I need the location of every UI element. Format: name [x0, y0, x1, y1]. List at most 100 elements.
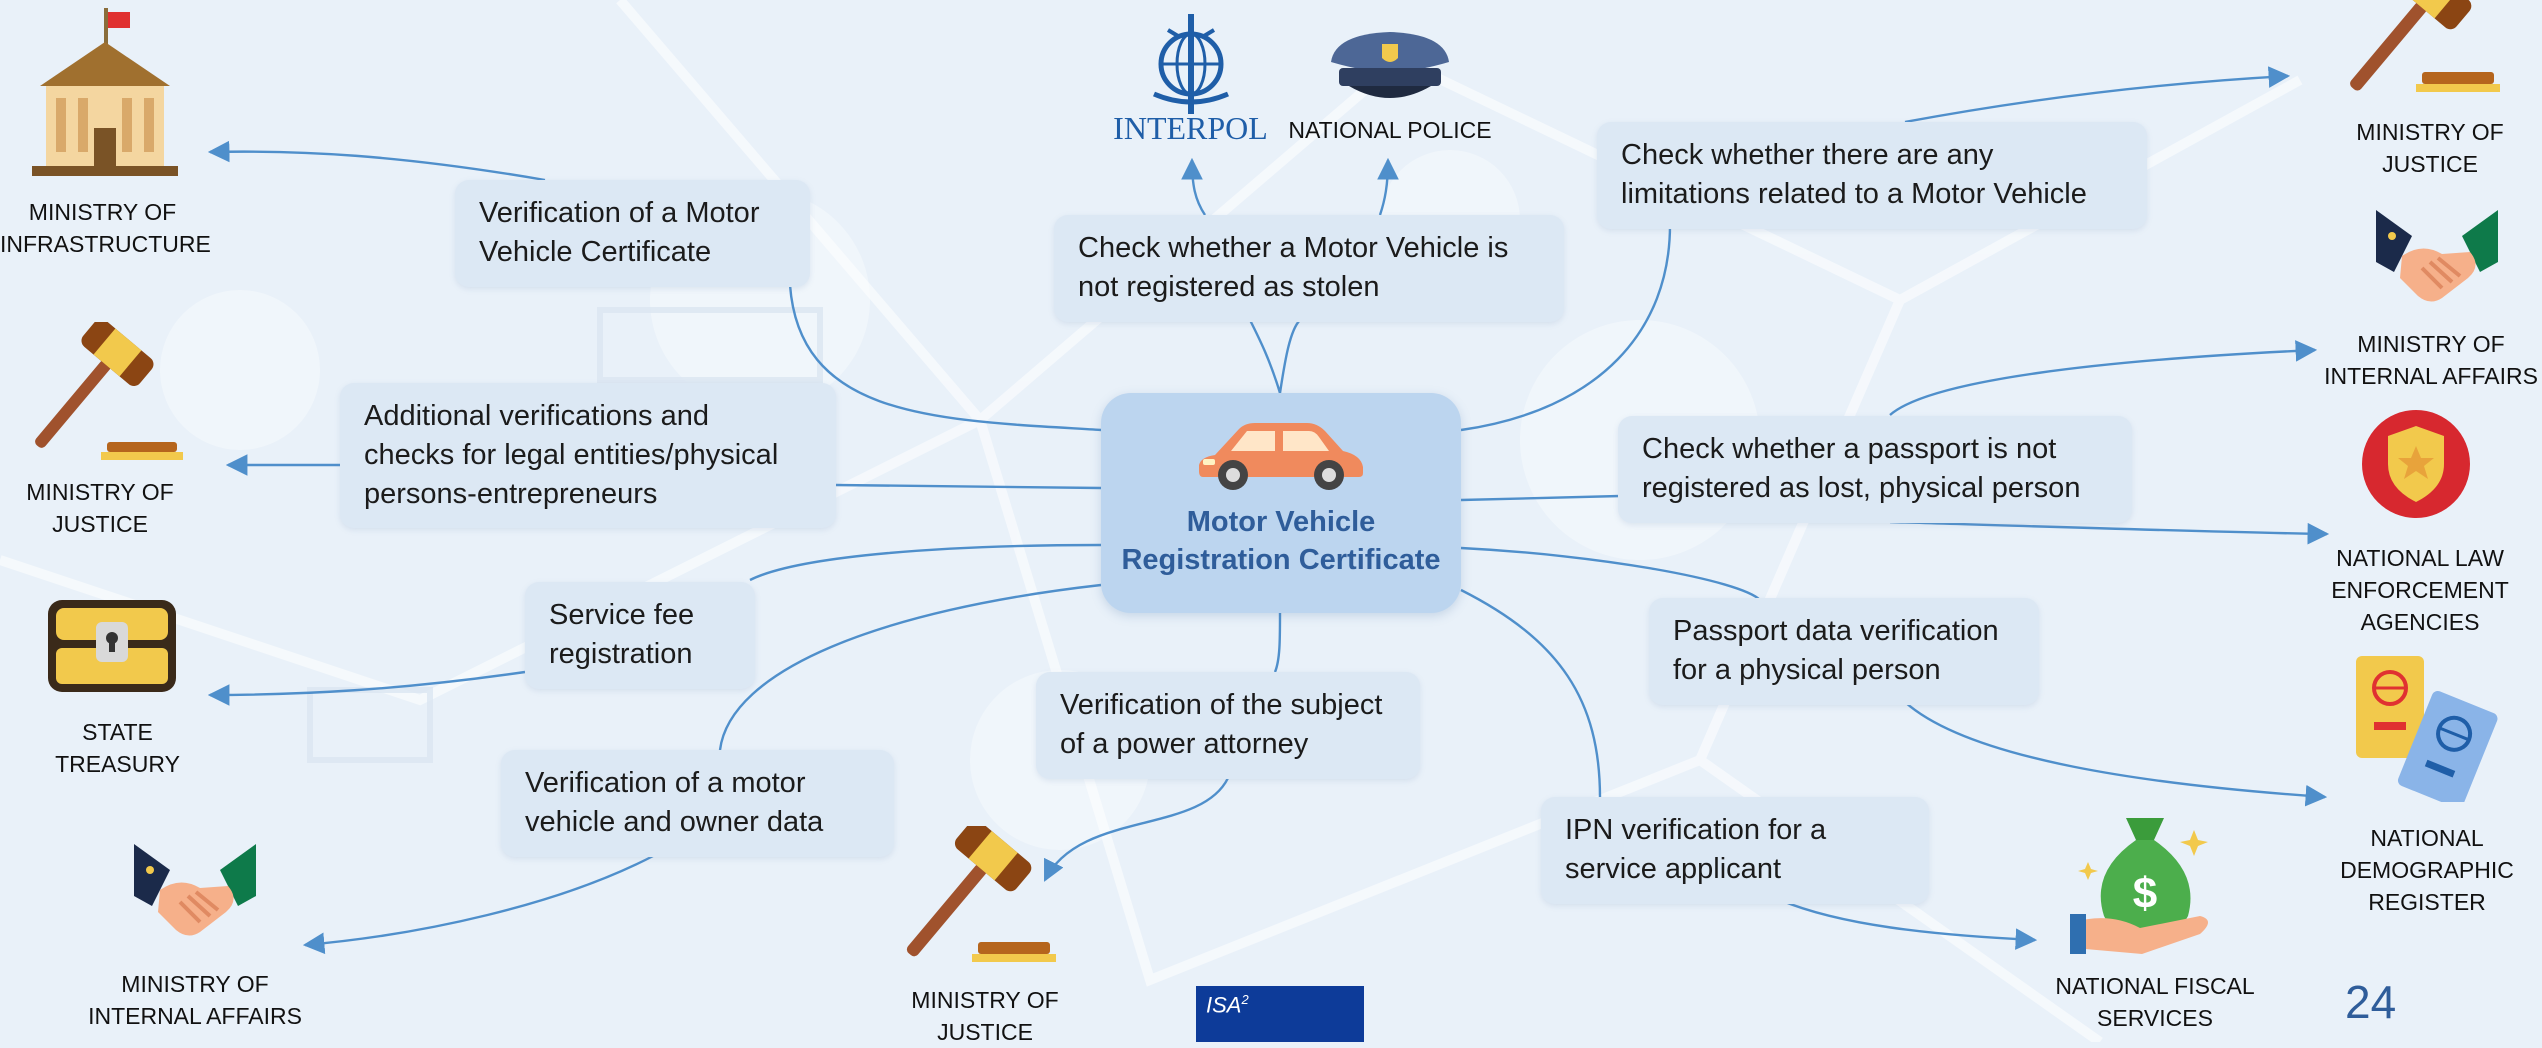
entity-label: DEMOGRAPHIC [2340, 857, 2514, 883]
service-box-lost-passport-check: Check whether a passport is not register… [1618, 416, 2132, 523]
service-line: IPN verification for a [1565, 814, 1827, 846]
arrow-to-fiscal [1779, 898, 2038, 950]
entity-ministry-internal-left: MINISTRY OF INTERNAL AFFAIRS [80, 968, 310, 1032]
connector-passport [1460, 494, 1621, 502]
entity-label: JUSTICE [52, 511, 148, 537]
service-line: checks for legal entities/physical [364, 439, 779, 471]
entity-ministry-justice-right: MINISTRY OF JUSTICE [2330, 116, 2530, 180]
connector-poa [1273, 612, 1282, 673]
service-line: Vehicle Certificate [479, 236, 712, 268]
entity-label: NATIONAL FISCAL [2055, 973, 2255, 999]
entity-label: SERVICES [2097, 1005, 2213, 1031]
arrow-to-police [1377, 157, 1399, 216]
entity-label: MINISTRY OF [2357, 331, 2505, 357]
entity-label: MINISTRY OF [2356, 119, 2504, 145]
service-line: service applicant [1565, 853, 1781, 885]
handshake-icon [2376, 210, 2498, 302]
service-line: vehicle and owner data [525, 806, 824, 838]
gavel-icon [906, 826, 1056, 962]
service-box-stolen-check: Check whether a Motor Vehicle is not reg… [1054, 215, 1564, 322]
service-line: Check whether a Motor Vehicle is [1078, 232, 1509, 264]
gavel-icon [2350, 0, 2500, 92]
arrow-to-demographic [1904, 701, 2328, 807]
entity-label: AGENCIES [2360, 609, 2480, 635]
entity-label: MINISTRY OF [26, 479, 174, 505]
service-box-passport-data: Passport data verification for a physica… [1649, 598, 2039, 705]
entity-label: MINISTRY OF [28, 199, 177, 225]
isa-logo-sup: 2 [1241, 992, 1249, 1007]
service-line: registration [549, 638, 693, 670]
government-building-icon [32, 8, 178, 176]
entity-label: MINISTRY OF [121, 971, 269, 997]
service-box-additional-verifications: Additional verifications and checks for … [340, 383, 836, 528]
arrow-to-internal-left [302, 853, 656, 955]
connector-vehicle [718, 583, 1102, 751]
entity-label: INFRASTRUCTURE [0, 231, 211, 257]
entity-national-fiscal-services: NATIONAL FISCAL SERVICES [2040, 970, 2270, 1034]
police-cap-icon [1331, 32, 1449, 98]
entity-label: ENFORCEMENT [2331, 577, 2509, 603]
entity-label: NATIONAL LAW [2336, 545, 2504, 571]
entity-label: INTERNAL AFFAIRS [2324, 363, 2538, 389]
entity-national-police: NATIONAL POLICE [1270, 114, 1510, 146]
center-title-line: Registration Certificate [1121, 544, 1441, 576]
entity-label: NATIONAL POLICE [1288, 117, 1492, 143]
service-box-power-attorney: Verification of the subject of a power a… [1036, 672, 1420, 779]
service-line: Service fee [549, 599, 695, 631]
entity-label: INTERNAL AFFAIRS [88, 1003, 302, 1029]
entity-ministry-justice-bottom: MINISTRY OF JUSTICE [885, 984, 1085, 1048]
isa-logo-text: ISA [1206, 992, 1242, 1018]
entity-ministry-justice-left: MINISTRY OF JUSTICE [0, 476, 200, 540]
arrow-to-law [1889, 520, 2330, 545]
center-title-line: Motor Vehicle [1186, 506, 1376, 538]
treasure-chest-icon [48, 600, 176, 692]
service-line: not registered as stolen [1078, 271, 1380, 303]
service-line: Verification of the subject [1060, 689, 1383, 721]
entity-label: STATE [82, 719, 153, 745]
arrow-to-justice-right [1904, 66, 2291, 124]
interpol-logo-text: INTERPOL [1113, 110, 1268, 146]
arrow-to-treasury [207, 670, 526, 706]
service-line: limitations related to a Motor Vehicle [1621, 178, 2087, 210]
entity-interpol: INTERPOL [1108, 108, 1273, 148]
gavel-icon [35, 322, 183, 460]
entity-label: MINISTRY OF [911, 987, 1059, 1013]
connector-ipn [1460, 588, 1602, 799]
service-line: persons-entrepreneurs [364, 478, 658, 510]
service-line: Verification of a motor [525, 767, 806, 799]
police-badge-icon [2362, 410, 2470, 518]
entity-label: REGISTER [2368, 889, 2486, 915]
entity-label: NATIONAL [2370, 825, 2484, 851]
car-icon [1199, 423, 1363, 490]
entity-label: TREASURY [55, 751, 180, 777]
service-box-service-fee: Service fee registration [525, 582, 755, 689]
service-line: Verification of a Motor [479, 197, 760, 229]
arrow-to-justice-bottom [1043, 777, 1230, 882]
handshake-icon [134, 844, 256, 936]
entity-national-demographic-register: NATIONAL DEMOGRAPHIC REGISTER [2322, 822, 2532, 918]
entity-ministry-infrastructure: MINISTRY OF INFRASTRUCTURE [0, 196, 211, 260]
center-title: Motor Vehicle Registration Certificate [1101, 503, 1461, 579]
arrow-to-infrastructure [207, 140, 546, 182]
interpol-emblem-icon [1153, 14, 1229, 114]
arrow-to-internal-right [1889, 340, 2318, 416]
entity-ministry-internal-right: MINISTRY OF INTERNAL AFFAIRS [2320, 328, 2542, 392]
money-bag-icon: $ [2070, 818, 2208, 954]
center-node-registration-certificate: Motor Vehicle Registration Certificate [1101, 393, 1461, 613]
isa2-logo: ISA2 [1196, 986, 1364, 1042]
service-line: Check whether a passport is not [1642, 433, 2057, 465]
service-box-certificate-verification: Verification of a Motor Vehicle Certific… [455, 180, 810, 287]
svg-text:$: $ [2133, 869, 2157, 918]
arrow-to-interpol [1181, 157, 1206, 216]
service-line: for a physical person [1673, 654, 1941, 686]
connector-stolen [1278, 319, 1301, 394]
page-number: 24 [2345, 976, 2397, 1028]
connector-fee [749, 543, 1102, 582]
connector-additional [834, 483, 1102, 490]
service-line: Check whether there are any [1621, 139, 1994, 171]
entity-label: JUSTICE [937, 1019, 1033, 1045]
entity-state-treasury: STATE TREASURY [20, 716, 215, 780]
connector-pdata [1460, 546, 1761, 601]
connector-cert [788, 284, 1102, 432]
